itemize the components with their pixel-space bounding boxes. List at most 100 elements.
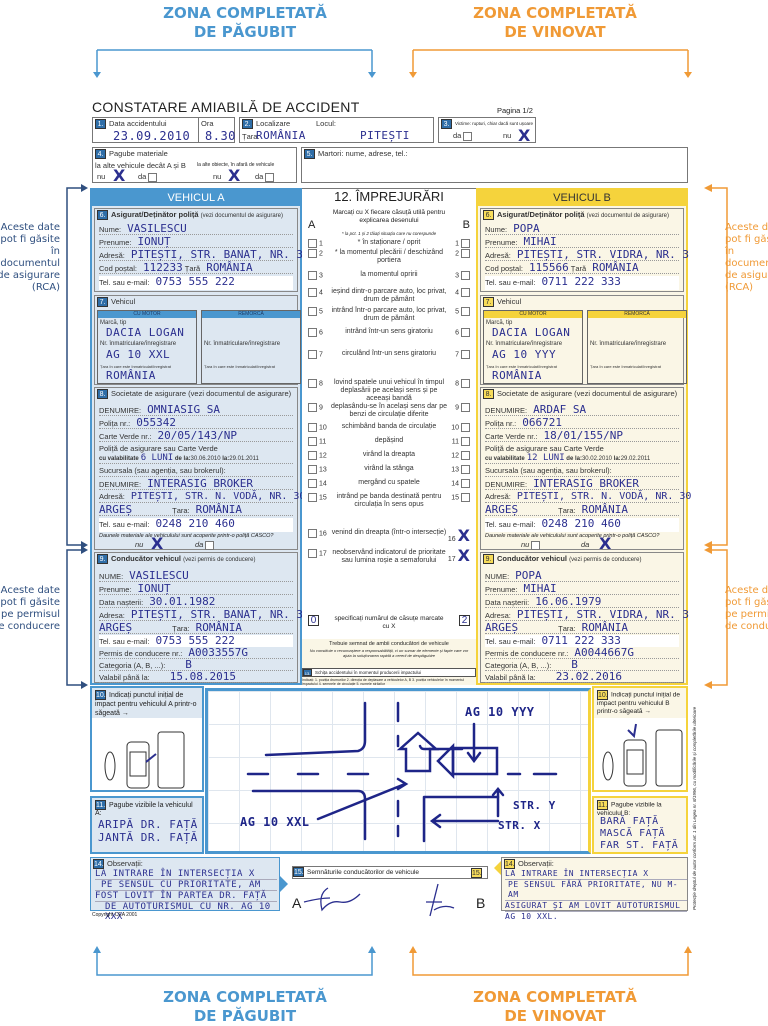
a-license-valid[interactable]: 15.08.2015 xyxy=(169,670,236,683)
a-license-nr[interactable]: A0033557G xyxy=(188,646,248,659)
circumstance-a-checkbox[interactable] xyxy=(308,379,317,388)
accident-sketch[interactable]: AG 10 XXL AG 10 YYY STR. Y STR. X xyxy=(205,688,591,854)
a-plate[interactable]: AG 10 XXL xyxy=(106,348,171,361)
a-obs-line-3[interactable]: FOST LOVIT ÎN PARTEA DR. FAȚĂ xyxy=(95,891,277,902)
circumstance-b-checkbox[interactable] xyxy=(461,271,470,280)
b-obs-line-1[interactable]: LA INTRARE ÎN INTERSECȚIA X xyxy=(505,869,687,880)
b-broker-phone[interactable]: 0248 210 460 xyxy=(541,517,621,530)
a-green-card[interactable]: 20/05/143/NP xyxy=(157,429,238,442)
b-license-category[interactable]: B xyxy=(571,658,578,671)
a-obs-line-1[interactable]: LA INTRARE ÎN INTERSECȚIA X xyxy=(95,869,277,880)
b-driver-phone[interactable]: 0711 222 333 xyxy=(541,634,621,647)
circumstance-b-checkbox[interactable] xyxy=(461,437,470,446)
a-insured-firstname[interactable]: IONUȚ xyxy=(137,235,171,248)
a-driver-country[interactable]: ROMÂNIA xyxy=(195,621,242,634)
b-obs-line-4[interactable]: AG 10 XXL. xyxy=(505,912,559,921)
circumstance-b-checkbox[interactable] xyxy=(461,423,470,432)
b-driver-country[interactable]: ROMÂNIA xyxy=(581,621,628,634)
circumstance-b-checkbox[interactable] xyxy=(461,379,470,388)
a-broker-name[interactable]: INTERASIG BROKER xyxy=(147,477,254,490)
b-insured-firstname[interactable]: MIHAI xyxy=(523,235,557,248)
circumstance-a-checkbox[interactable] xyxy=(308,350,317,359)
circumstance-a-checkbox[interactable] xyxy=(308,423,317,432)
circumstance-b-checkbox[interactable] xyxy=(461,350,470,359)
circumstance-b-checkbox[interactable] xyxy=(461,479,470,488)
a-driver-name[interactable]: VASILESCU xyxy=(129,569,189,582)
a-driver-birthdate[interactable]: 30.01.1982 xyxy=(149,595,216,608)
a-broker-county[interactable]: ARGEȘ xyxy=(99,503,133,516)
b-policy-nr[interactable]: 066721 xyxy=(522,416,563,429)
signature-a[interactable] xyxy=(300,880,370,915)
b-obs-line-3[interactable]: ASIGURAT ȘI AM LOVIT AUTOTURISMUL xyxy=(505,901,687,912)
b-broker-address[interactable]: PITEȘTI, STR. N. VODĂ, NR. 30 xyxy=(516,491,692,502)
circumstance-b-checkbox[interactable] xyxy=(461,328,470,337)
a-casco-no-mark[interactable]: X xyxy=(151,534,164,553)
circumstance-b-checkbox[interactable] xyxy=(461,451,470,460)
b-damage-line-2[interactable]: MASCĂ FAȚĂ xyxy=(600,828,666,839)
b-insurer-name[interactable]: ARDAF SA xyxy=(533,403,587,416)
other-objects-yes-checkbox[interactable] xyxy=(265,172,275,182)
b-broker-name[interactable]: INTERASIG BROKER xyxy=(533,477,640,490)
b-broker-country[interactable]: ROMÂNIA xyxy=(581,503,628,516)
b-validity[interactable]: 12 LUNI xyxy=(526,453,565,463)
other-objects-no-mark[interactable]: X xyxy=(228,166,241,185)
a-broker-address[interactable]: PITEȘTI, STR. N. VODĂ, NR. 30 xyxy=(130,491,306,502)
a-broker-country[interactable]: ROMÂNIA xyxy=(195,503,242,516)
circumstance-b-checkbox[interactable] xyxy=(461,403,470,412)
b-plate[interactable]: AG 10 YYY xyxy=(492,348,557,361)
victims-yes-checkbox[interactable] xyxy=(463,131,473,141)
b-postal-code[interactable]: 115566 xyxy=(528,261,569,274)
circumstance-a-checkbox[interactable] xyxy=(308,328,317,337)
b-damage-line-3[interactable]: FAR ST. FAȚĂ xyxy=(600,840,679,851)
circumstance-b-checkbox[interactable] xyxy=(461,307,470,316)
a-reg-country[interactable]: ROMÂNIA xyxy=(106,369,156,382)
circumstance-a-checkbox[interactable] xyxy=(308,493,317,502)
b-broker-county[interactable]: ARGEȘ xyxy=(485,503,519,516)
a-broker-phone[interactable]: 0248 210 460 xyxy=(155,517,235,530)
circumstance-b-mark[interactable]: X xyxy=(457,546,470,565)
circumstance-a-checkbox[interactable] xyxy=(308,465,317,474)
a-obs-line-4[interactable]: DE AUTOTURISMUL CU NR. AG 10 XXX xyxy=(105,902,271,922)
count-a[interactable]: 0 xyxy=(308,615,319,626)
a-casco-yes-checkbox[interactable] xyxy=(205,540,215,550)
circumstance-b-checkbox[interactable] xyxy=(461,493,470,502)
a-insured-address[interactable]: PITEȘTI, STR. BANAT, NR. 3 xyxy=(130,248,304,261)
accident-date[interactable]: 23.09.2010 xyxy=(113,129,191,143)
a-driver-county[interactable]: ARGEȘ xyxy=(99,621,133,634)
location-country[interactable]: ROMÂNIA xyxy=(256,129,306,142)
circumstance-b-mark[interactable]: X xyxy=(457,526,470,545)
a-damage-line-1[interactable]: ARIPĂ DR. FAȚĂ xyxy=(98,818,198,831)
b-casco-yes-mark[interactable]: X xyxy=(599,534,612,553)
a-make[interactable]: DACIA LOGAN xyxy=(106,326,185,339)
circumstance-a-checkbox[interactable] xyxy=(308,479,317,488)
b-green-card[interactable]: 18/01/155/NP xyxy=(543,429,624,442)
other-vehicles-no-mark[interactable]: X xyxy=(113,166,126,185)
location-place[interactable]: PITEȘTI xyxy=(360,129,410,142)
count-b[interactable]: 2 xyxy=(459,615,470,626)
a-driver-firstname[interactable]: IONUȚ xyxy=(137,582,171,595)
b-obs-line-2[interactable]: PE SENSUL FĂRĂ PRIORITATE, NU M-AM xyxy=(505,880,687,901)
b-insured-name[interactable]: POPA xyxy=(513,222,540,235)
other-vehicles-yes-checkbox[interactable] xyxy=(148,172,158,182)
b-driver-county[interactable]: ARGEȘ xyxy=(485,621,519,634)
accident-time[interactable]: 8.30 xyxy=(205,129,236,143)
b-license-nr[interactable]: A0044667G xyxy=(574,646,634,659)
b-casco-no-checkbox[interactable] xyxy=(531,540,541,550)
b-country[interactable]: ROMÂNIA xyxy=(592,261,639,274)
b-reg-country[interactable]: ROMÂNIA xyxy=(492,369,542,382)
a-damage-line-2[interactable]: JANTĂ DR. FAȚĂ xyxy=(98,831,198,844)
circumstance-b-checkbox[interactable] xyxy=(461,288,470,297)
b-make[interactable]: DACIA LOGAN xyxy=(492,326,571,339)
a-insured-name[interactable]: VASILESCU xyxy=(127,222,187,235)
a-obs-line-2[interactable]: PE SENSUL CU PRIORITATE, AM xyxy=(95,880,277,891)
circumstance-a-checkbox[interactable] xyxy=(308,249,317,258)
b-damage-line-1[interactable]: BARĂ FAȚĂ xyxy=(600,816,659,827)
circumstance-a-checkbox[interactable] xyxy=(308,529,317,538)
circumstance-b-checkbox[interactable] xyxy=(461,239,470,248)
b-insured-address[interactable]: PITEȘTI, STR. VIDRA, NR. 3 xyxy=(516,248,690,261)
circumstance-a-checkbox[interactable] xyxy=(308,437,317,446)
a-license-category[interactable]: B xyxy=(185,658,192,671)
b-phone[interactable]: 0711 222 333 xyxy=(541,275,621,288)
section-5-witnesses[interactable]: 5.Martori: nume, adrese, tel.: xyxy=(301,147,688,183)
a-insurer-name[interactable]: OMNIASIG SA xyxy=(147,403,220,416)
